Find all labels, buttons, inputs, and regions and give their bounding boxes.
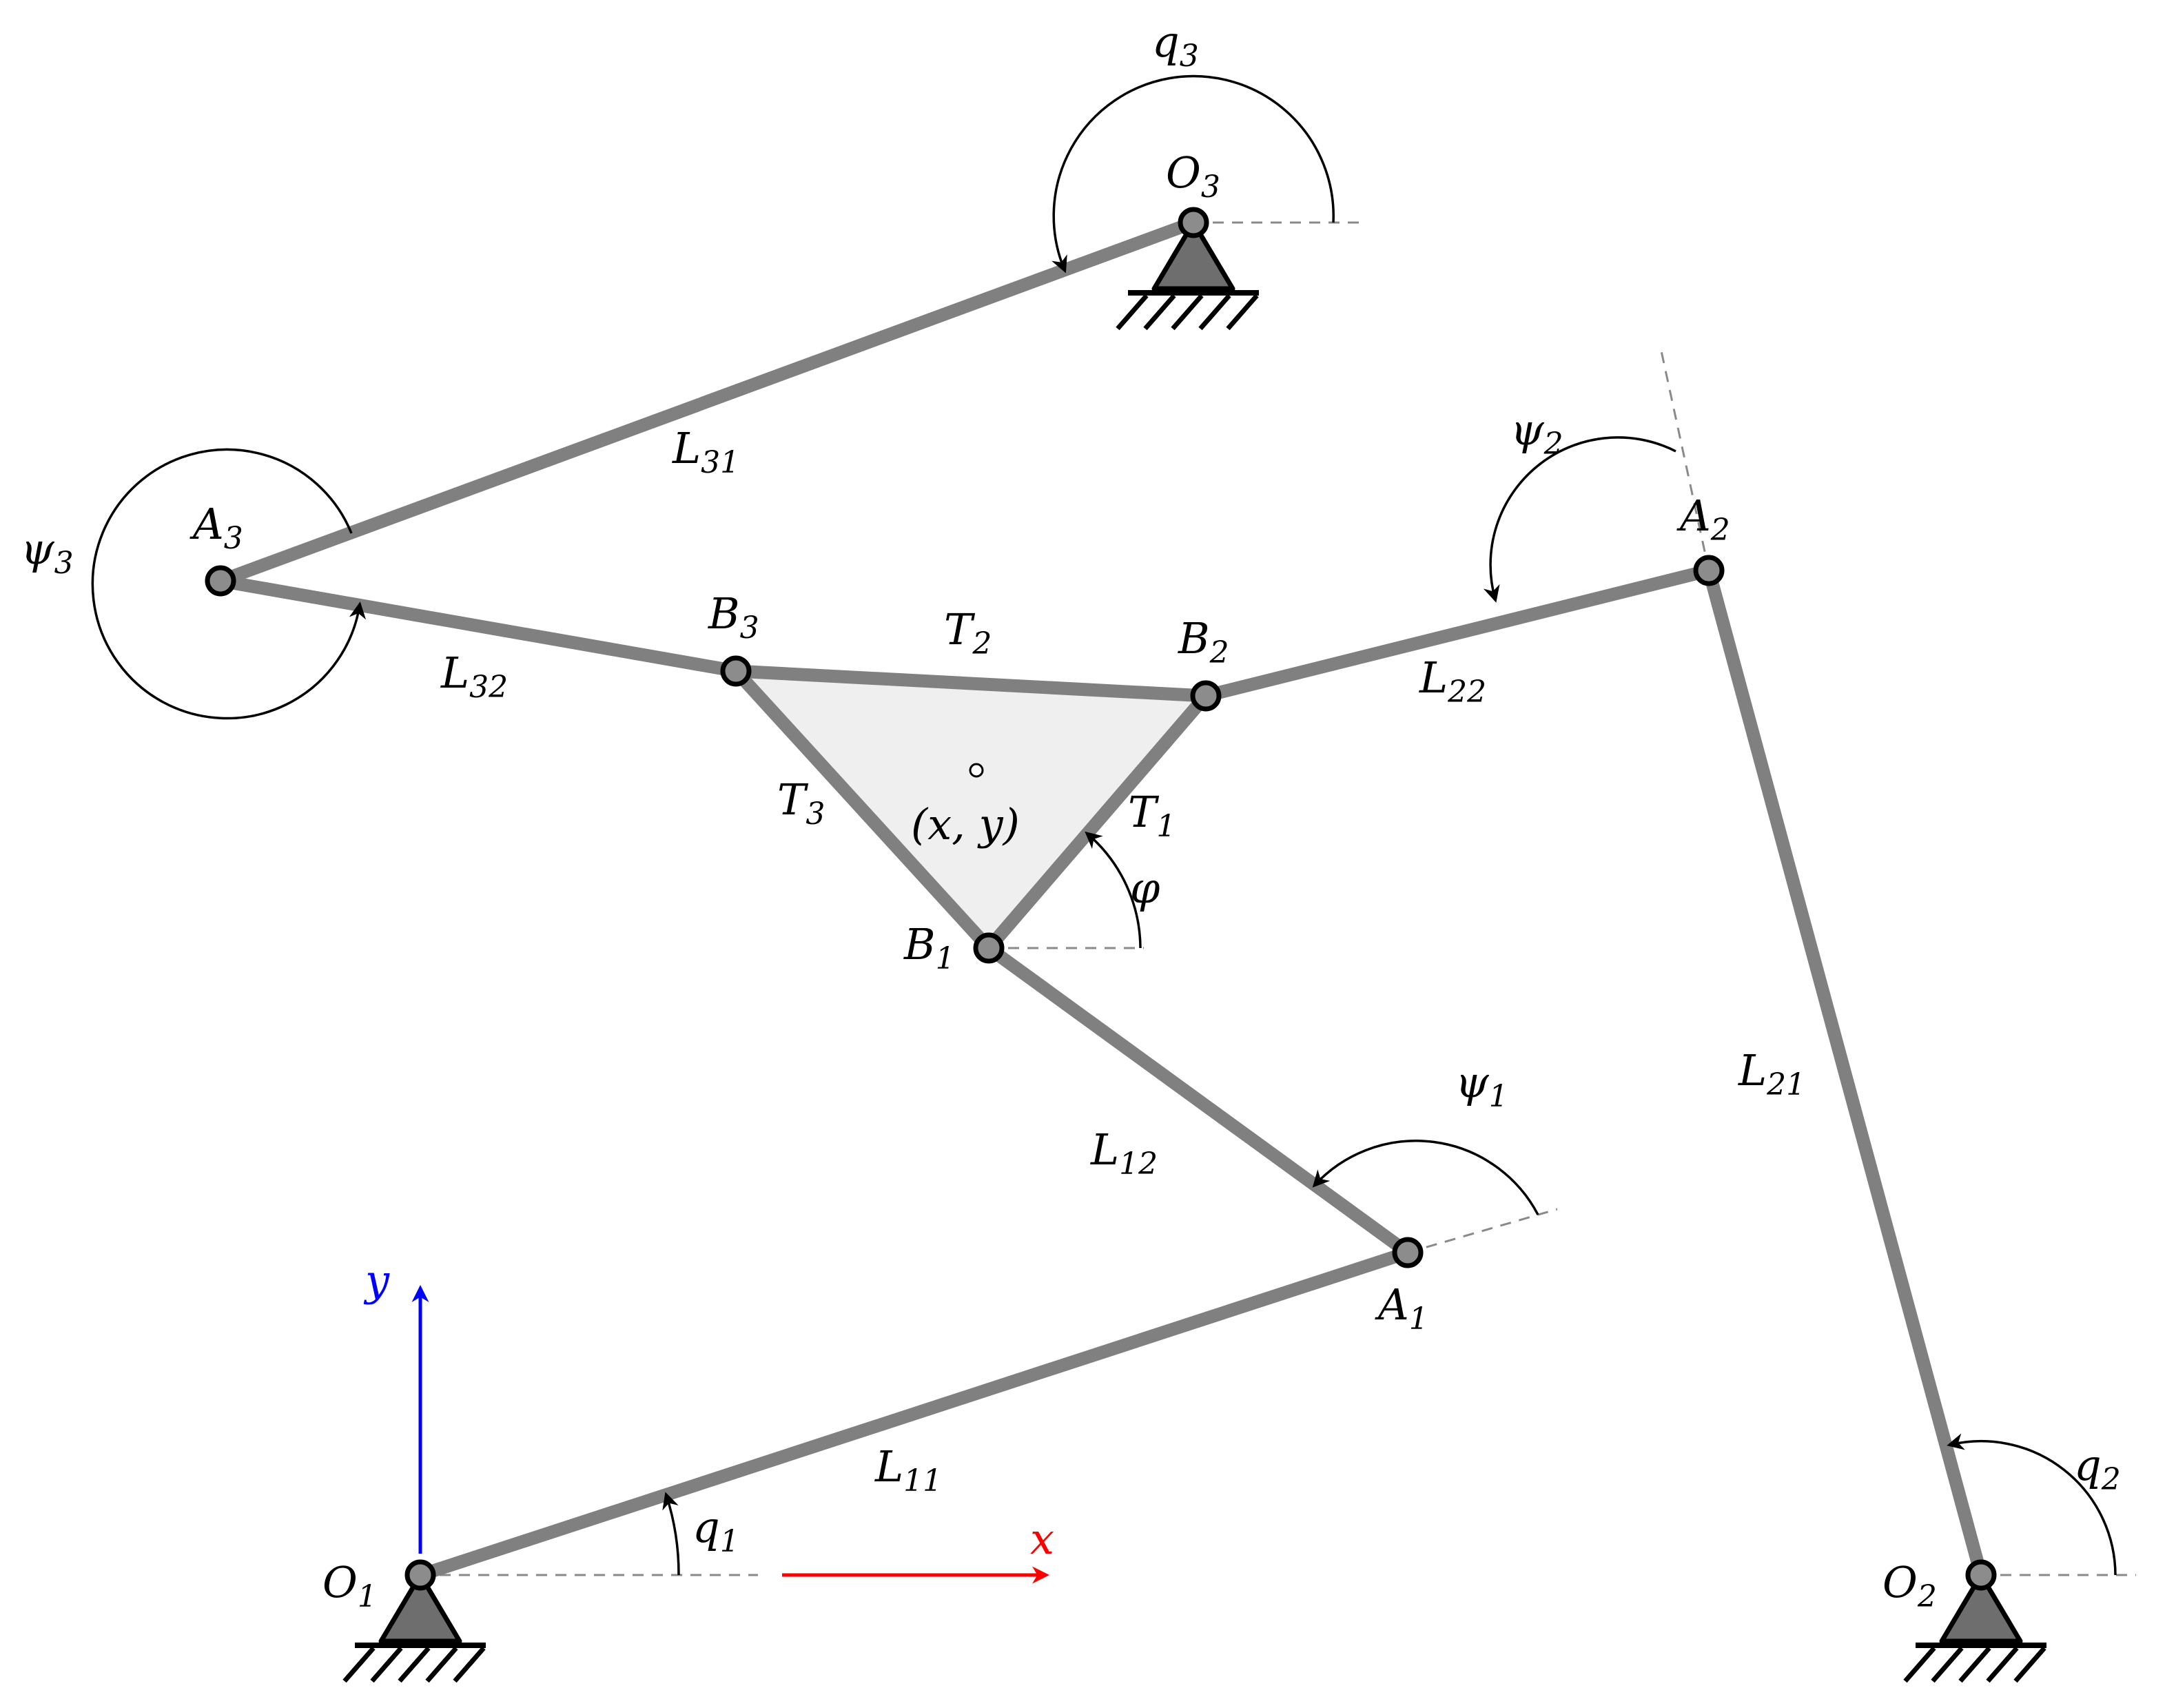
joint-A2 — [1693, 555, 1725, 586]
joint-B3 — [720, 655, 752, 687]
label-y-axis: y — [363, 1255, 390, 1306]
label-L22: L22 — [1419, 652, 1486, 710]
joints — [205, 207, 1997, 1591]
label-B1: B1 — [903, 919, 955, 976]
side-T1 — [982, 689, 1213, 955]
label-phi: φ — [1130, 863, 1160, 913]
ground-support-O2 — [1903, 1572, 2046, 1683]
link-L32 — [214, 574, 743, 678]
label-q1: q1 — [692, 1502, 739, 1559]
links — [214, 216, 1988, 1582]
label-B3: B3 — [708, 588, 759, 646]
angle-psi3-arc — [91, 448, 366, 720]
joint-A1 — [1392, 1237, 1424, 1268]
label-L11: L11 — [874, 1441, 942, 1499]
joint-B2 — [1190, 680, 1222, 712]
label-A1: A1 — [1375, 1279, 1428, 1337]
label-q3: q3 — [1152, 17, 1199, 74]
label-T3: T3 — [777, 774, 825, 832]
joint-O1 — [404, 1559, 436, 1591]
link-L21 — [1702, 564, 1988, 1582]
reference-lines — [420, 221, 2136, 1576]
link-L22 — [1199, 564, 1716, 703]
angle-q1-arc — [662, 1492, 680, 1576]
label-O3: O3 — [1166, 147, 1220, 205]
link-L11 — [413, 1246, 1415, 1582]
angle-psi2-arc — [1483, 436, 1676, 603]
link-L31 — [214, 216, 1200, 588]
angle-psi1-arc — [1312, 1140, 1539, 1215]
label-O2: O2 — [1882, 1557, 1937, 1614]
moving-platform — [736, 671, 1206, 948]
angle-arcs — [91, 74, 2117, 1576]
ground-support-O1 — [342, 1572, 486, 1683]
side-T3 — [729, 664, 996, 955]
link-L12 — [982, 941, 1415, 1259]
ground-support-O3 — [1116, 220, 1259, 331]
angle-phi-arc — [1085, 831, 1142, 949]
label-x-axis: x — [1030, 1514, 1054, 1564]
label-L31: L31 — [672, 423, 739, 480]
label-B2: B2 — [1178, 613, 1229, 670]
angle-q3-arc — [1051, 74, 1335, 274]
label-L21: L21 — [1738, 1045, 1805, 1102]
label-q2: q2 — [2074, 1440, 2121, 1497]
label-platform-center: (x, y) — [911, 799, 1020, 850]
labels: O1 O2 O3 A1 A2 A3 B1 B2 B3 L11 L12 L21 L… — [21, 17, 2121, 1614]
side-T2 — [729, 664, 1213, 703]
label-T1: T1 — [1128, 787, 1176, 844]
joint-A3 — [205, 565, 236, 597]
angle-q2-arc — [1947, 1433, 2117, 1576]
label-A3: A3 — [189, 499, 243, 556]
label-A2: A2 — [1676, 491, 1730, 548]
label-psi1: ψ1 — [1455, 1057, 1508, 1114]
label-L12: L12 — [1090, 1124, 1158, 1182]
joint-O3 — [1178, 207, 1209, 238]
label-L32: L32 — [440, 648, 508, 705]
label-T2: T2 — [944, 604, 992, 661]
label-psi3: ψ3 — [21, 524, 74, 581]
joint-B1 — [973, 932, 1005, 964]
platform-center-point — [969, 763, 984, 778]
joint-O2 — [1965, 1559, 1997, 1591]
label-psi2: ψ2 — [1510, 404, 1563, 462]
label-O1: O1 — [322, 1557, 377, 1614]
